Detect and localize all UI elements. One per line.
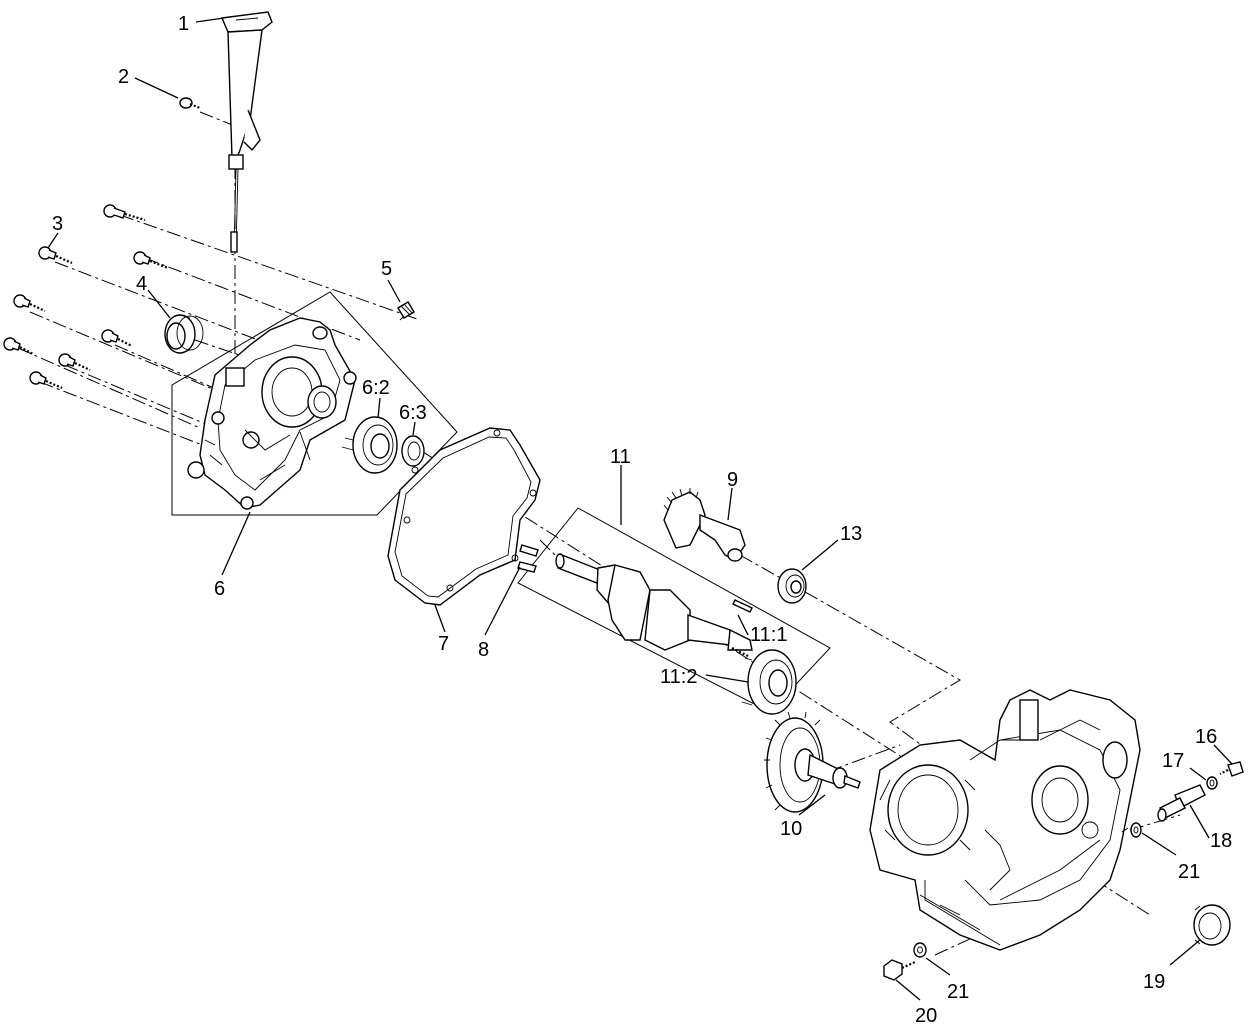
washer-17 — [1206, 776, 1218, 790]
callout-7: 7 — [438, 633, 449, 655]
crankshaft — [555, 553, 753, 657]
camshaft — [764, 711, 861, 813]
seal-6-3 — [401, 435, 425, 467]
long-bolts — [3, 204, 169, 390]
callout-5: 5 — [381, 258, 392, 280]
bearing-11-2 — [741, 649, 797, 715]
bearing-13 — [777, 568, 807, 604]
leader-lines — [47, 17, 1233, 1001]
callout-1: 1 — [178, 13, 189, 35]
bolt-20 — [883, 959, 916, 981]
callout-21-upper: 21 — [1178, 861, 1200, 883]
shaft-18 — [1157, 784, 1206, 822]
callout-11-2: 11:2 — [660, 666, 697, 688]
callout-6: 6 — [214, 578, 225, 600]
callout-6-2: 6:2 — [362, 377, 390, 399]
plug — [397, 301, 415, 319]
callout-8: 8 — [478, 639, 489, 661]
callout-13: 13 — [840, 523, 862, 545]
callout-10: 10 — [780, 818, 802, 840]
callout-19: 19 — [1143, 971, 1165, 993]
dipstick — [220, 11, 273, 253]
group-box-6 — [171, 291, 458, 516]
callout-9: 9 — [727, 469, 738, 491]
callout-4: 4 — [136, 273, 147, 295]
callout-3: 3 — [52, 213, 63, 235]
balancer — [663, 488, 746, 562]
bearing-6-2 — [341, 416, 398, 474]
oring-21-upper — [1121, 822, 1142, 838]
callout-labels: 1 2 3 4 5 6 6:2 6:3 7 8 9 10 11 11:1 11:… — [52, 13, 1232, 1027]
callout-11-1: 11:1 — [750, 624, 787, 646]
crankcase-cover — [187, 317, 357, 510]
callout-16: 16 — [1195, 726, 1217, 748]
oil-seal-19 — [1193, 904, 1231, 946]
callout-17: 17 — [1162, 750, 1184, 772]
bolt-small — [179, 97, 201, 110]
callout-20: 20 — [915, 1005, 937, 1027]
engine-block — [869, 689, 1141, 951]
callout-2: 2 — [118, 66, 129, 88]
callout-18: 18 — [1210, 830, 1232, 852]
callout-11: 11 — [610, 446, 631, 468]
callout-21-lower: 21 — [947, 981, 969, 1003]
bolt-16 — [1219, 761, 1244, 777]
washer-21-lower — [913, 942, 927, 958]
oil-seal — [164, 314, 204, 354]
group-box-11 — [517, 507, 831, 713]
callout-6-3: 6:3 — [399, 402, 427, 424]
gasket — [387, 427, 541, 606]
dowel-pins — [517, 544, 539, 573]
